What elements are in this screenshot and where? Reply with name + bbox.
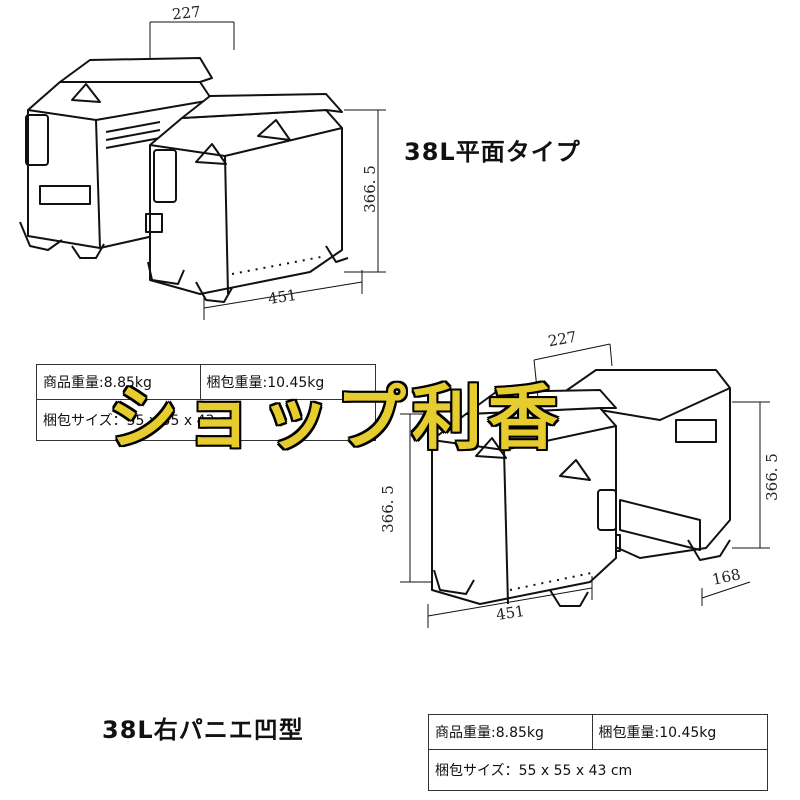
table-row: 商品重量:8.85kg 梱包重量:10.45kg: [36, 364, 377, 400]
package-size-cell: 梱包サイズ：55 x 55 x 43 cm: [428, 749, 768, 791]
top-front-case: [145, 93, 349, 303]
product-weight-cell: 商品重量:8.85kg: [36, 364, 201, 400]
shop-watermark: ショップ利香: [108, 377, 564, 459]
table-row: 梱包サイズ：55 x 55 x 43 cm: [428, 749, 768, 791]
spec-table-bottom: 商品重量:8.85kg 梱包重量:10.45kg 梱包サイズ：55 x 55 x…: [428, 714, 769, 791]
top-dim-height: 366. 5: [360, 165, 379, 213]
product-weight-cell: 商品重量:8.85kg: [428, 714, 593, 750]
package-weight-cell: 梱包重量:10.45kg: [591, 714, 769, 750]
spec-table-top: 商品重量:8.85kg 梱包重量:10.45kg 梱包サイズ：55 x 55 x…: [36, 364, 377, 441]
table-row: 梱包サイズ：55 x 55 x 43 cm: [36, 399, 376, 441]
package-weight-cell: 梱包重量:10.45kg: [199, 364, 377, 400]
top-model-title: 38L平面タイプ: [404, 138, 581, 166]
package-size-cell: 梱包サイズ：55 x 55 x 43 cm: [36, 399, 376, 441]
bottom-dimension-lines: [400, 343, 770, 628]
bottom-dim-height-left: 366. 5: [378, 485, 397, 533]
top-dim-depth: 227: [171, 2, 202, 24]
table-row: 商品重量:8.85kg 梱包重量:10.45kg: [428, 714, 769, 750]
top-dimension-lines: [149, 21, 386, 320]
bottom-model-title: 38L右パニエ凹型: [102, 716, 304, 744]
bottom-front-case: [431, 389, 617, 607]
bottom-dim-height-right: 366. 5: [762, 453, 781, 501]
